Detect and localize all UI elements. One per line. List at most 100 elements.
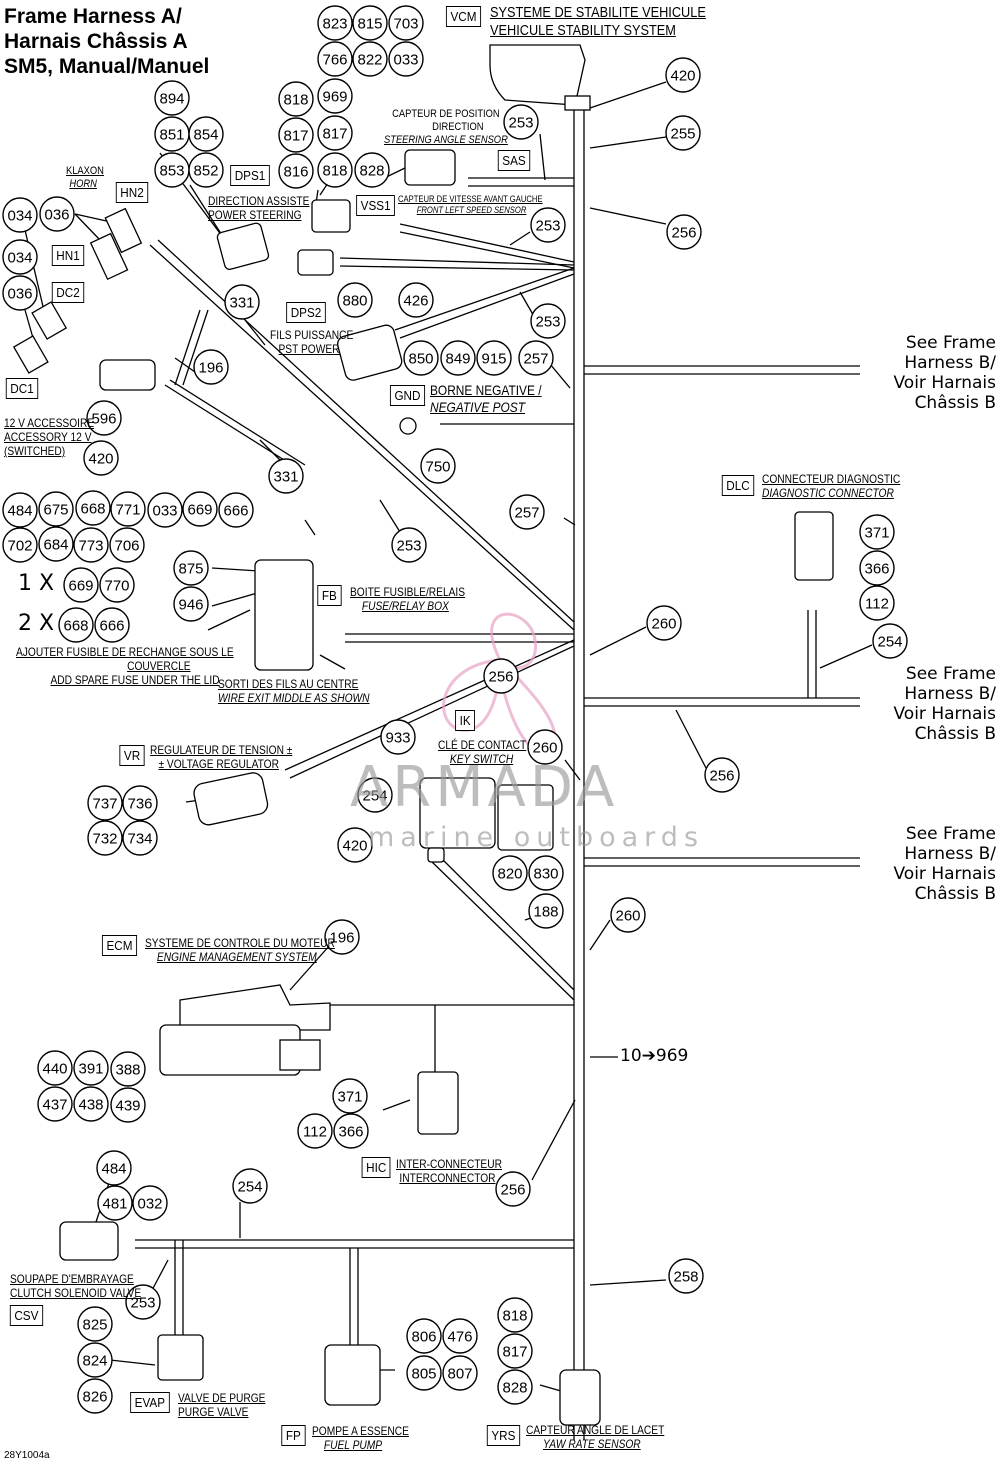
callout-circle [97, 1185, 133, 1221]
callout-circle [859, 585, 895, 621]
callout-circle [388, 41, 424, 77]
callout-circle [668, 1258, 704, 1294]
callout-label: 766 [322, 52, 347, 69]
callout-circle [218, 492, 254, 528]
callout-420: 420 [665, 57, 701, 93]
callout-915: 915 [476, 340, 512, 376]
callout-circle [224, 284, 260, 320]
callout-label: 850 [408, 351, 433, 368]
callout-circle [147, 492, 183, 528]
callout-675: 675 [38, 491, 74, 527]
callout-circle [354, 152, 390, 188]
callout-label: 736 [127, 796, 152, 813]
callout-circle [278, 153, 314, 189]
connector-evap: EVAP [130, 1392, 170, 1413]
callout-circle [332, 1078, 368, 1114]
callout-260: 260 [610, 897, 646, 933]
callout-371: 371 [859, 514, 895, 550]
callout-036: 036 [2, 275, 38, 311]
callout-label: 596 [91, 411, 116, 428]
callout-label: 875 [178, 561, 203, 578]
callout-circle [87, 820, 123, 856]
callout-034: 034 [2, 197, 38, 233]
callout-439: 439 [110, 1087, 146, 1123]
callout-706: 706 [109, 527, 145, 563]
callout-371: 371 [332, 1078, 368, 1114]
callout-875: 875 [173, 550, 209, 586]
callout-label: 258 [673, 1269, 698, 1286]
callout-label: 825 [82, 1317, 107, 1334]
callout-circle [333, 1113, 369, 1149]
callout-256: 256 [666, 214, 702, 250]
callout-circle [518, 340, 554, 376]
watermark-brand: ARMADA [350, 755, 619, 820]
callout-label: 420 [88, 451, 113, 468]
title-line-2: Harnais Châssis A [4, 30, 188, 53]
callout-circle [83, 440, 119, 476]
connector-dc2: DC2 [51, 282, 85, 303]
callout-260: 260 [646, 605, 682, 641]
callout-circle [182, 491, 218, 527]
callout-circle [63, 567, 99, 603]
callout-circle [38, 526, 74, 562]
callout-circle [96, 1150, 132, 1186]
callout-702: 702 [2, 527, 38, 563]
callout-825: 825 [77, 1306, 113, 1342]
callout-034: 034 [2, 239, 38, 275]
callout-label: 806 [411, 1329, 436, 1346]
callout-label: 818 [502, 1308, 527, 1325]
callout-label: 851 [159, 127, 184, 144]
callout-label: 484 [101, 1161, 126, 1178]
callout-label: 815 [357, 16, 382, 33]
callout-805: 805 [406, 1355, 442, 1391]
callout-366: 366 [859, 550, 895, 586]
callout-label: 732 [92, 831, 117, 848]
callout-label: 253 [130, 1295, 155, 1312]
callout-815: 815 [352, 5, 388, 41]
callout-label: 824 [82, 1353, 107, 1370]
callout-circle [497, 1297, 533, 1333]
callout-734: 734 [122, 820, 158, 856]
callout-circle [492, 855, 528, 891]
callout-label: 033 [152, 503, 177, 520]
callout-254: 254 [232, 1168, 268, 1204]
callout-label: 817 [502, 1344, 527, 1361]
callout-circle [2, 527, 38, 563]
callout-circle [125, 1284, 161, 1320]
callout-circle [73, 1086, 109, 1122]
callout-circle [872, 623, 908, 659]
callout-label: 853 [159, 163, 184, 180]
callout-737: 737 [87, 785, 123, 821]
connector-yrs: YRS [486, 1425, 520, 1446]
callout-circle [859, 514, 895, 550]
callout-label: 196 [329, 930, 354, 947]
callout-circle [278, 81, 314, 117]
connector-graphics [12, 44, 834, 1426]
callout-946: 946 [173, 586, 209, 622]
callout-260: 260 [527, 729, 563, 765]
callout-label: 706 [114, 538, 139, 555]
callout-circle [173, 586, 209, 622]
callout-circle [646, 605, 682, 641]
callout-817: 817 [278, 117, 314, 153]
callout-822: 822 [352, 41, 388, 77]
callout-label: 366 [338, 1124, 363, 1141]
callout-112: 112 [297, 1113, 333, 1149]
callout-label: 481 [102, 1196, 127, 1213]
connector-ik: IK [455, 710, 476, 731]
callout-label: 371 [337, 1089, 362, 1106]
callout-circle [391, 527, 427, 563]
connector-vcm: VCM [445, 6, 481, 27]
callout-481: 481 [97, 1185, 133, 1221]
callout-label: 426 [403, 293, 428, 310]
callout-label: 818 [283, 92, 308, 109]
callout-circle [317, 115, 353, 151]
